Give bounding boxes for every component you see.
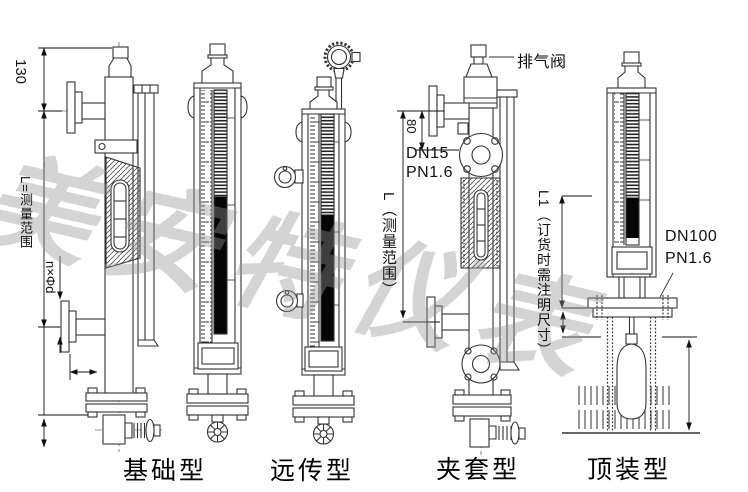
basic-type-front-view-drawing [186, 43, 249, 443]
dn100-label: DN100 [665, 228, 718, 245]
pn16-label: PN1.6 [406, 164, 453, 181]
jacket-type-dimensions [397, 110, 601, 338]
basic-type-drawing [48, 42, 162, 452]
dimension-80-label: 80 [404, 119, 419, 134]
dn15-label: DN15 [406, 145, 449, 162]
top-mount-type-drawing [562, 51, 700, 434]
type-label-basic: 基础型 [122, 457, 207, 485]
measure-range-label-basic: L=测量范围 [18, 176, 33, 249]
top-mount-dimensions [662, 336, 697, 431]
l1-order-note-label: L1（订货时需注明尺寸） [536, 190, 552, 358]
basic-type-dimensions [38, 47, 112, 448]
type-label-jacket: 夹套型 [435, 456, 520, 484]
dimension-130-label: 130 [12, 59, 29, 85]
type-label-remote: 远传型 [269, 457, 354, 485]
pn16-top-label: PN1.6 [665, 250, 712, 267]
bolt-holes-label: n×Φd [43, 261, 58, 294]
exhaust-valve-label: 排气阀 [517, 54, 567, 71]
measure-range-label-jacket: L（测量范围） [380, 192, 397, 298]
type-label-topmount: 顶装型 [586, 456, 671, 484]
jacket-type-drawing [424, 44, 526, 455]
remote-type-drawing [273, 41, 361, 445]
